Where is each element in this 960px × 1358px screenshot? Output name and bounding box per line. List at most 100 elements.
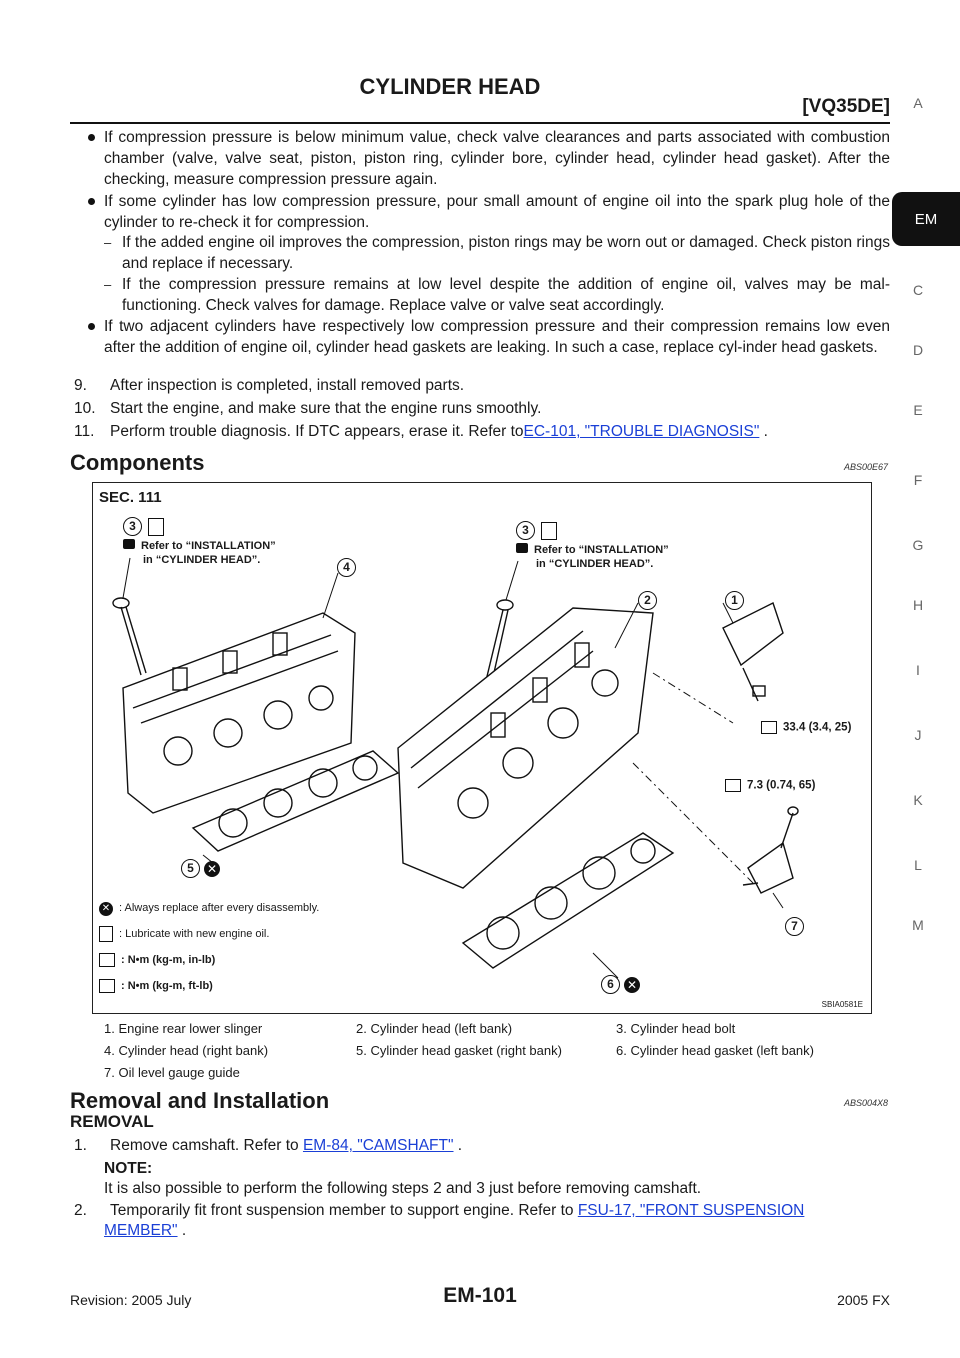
torque-wrench-icon (99, 979, 115, 994)
tab-c[interactable]: C (912, 282, 924, 298)
gasket-right-bank (191, 750, 400, 852)
step-number: 1. (74, 1137, 87, 1154)
dash-item: – If the compression pressure remains at… (104, 274, 890, 316)
dash-text: If the added engine oil improves the com… (122, 234, 890, 272)
callout-7: 7 (785, 917, 804, 936)
fsu-17-link-cont[interactable]: MEMBER" (104, 1222, 178, 1239)
torque-wrench-icon (99, 953, 115, 968)
part-item: 5. Cylinder head gasket (right bank) (356, 1043, 562, 1058)
tab-f[interactable]: F (913, 472, 923, 488)
step-tail: . (177, 1222, 187, 1239)
step-item: 2. Temporarily fit front suspension memb… (74, 1200, 890, 1221)
tab-e[interactable]: E (913, 402, 923, 418)
step-number: 2. (74, 1202, 87, 1219)
tab-i[interactable]: I (916, 662, 920, 678)
step-item: 10. Start the engine, and make sure that… (74, 398, 890, 419)
callout-number: 6 (601, 975, 620, 994)
torque-value: 33.4 (3.4, 25) (783, 721, 852, 734)
cylinder-head-right-bank (122, 612, 356, 814)
callout-number: 3 (516, 521, 535, 540)
parts-legend: 1. Engine rear lower slinger 2. Cylinder… (104, 1018, 884, 1084)
figure-section: SEC. 111 (99, 489, 162, 506)
note-label: NOTE: (104, 1160, 153, 1177)
ec-101-link[interactable]: EC-101, "TROUBLE DIAGNOSIS" (523, 423, 760, 440)
part-item: 7. Oil level gauge guide (104, 1065, 240, 1080)
step-text: Temporarily fit front suspension member … (110, 1202, 578, 1219)
callout-6: 6 ✕ (601, 975, 640, 994)
engine-rear-lower-slinger (722, 602, 784, 702)
replace-icon: ✕ (624, 976, 640, 993)
step-text: Remove camshaft. Refer to (110, 1137, 303, 1154)
wrench-icon (516, 543, 528, 553)
legend-item: ✕: Always replace after every disassembl… (99, 895, 319, 921)
bullet-item: If compression pressure is below minimum… (88, 127, 890, 190)
dash-item: – If the added engine oil improves the c… (104, 232, 890, 274)
tab-g[interactable]: G (912, 537, 924, 553)
refer-note-right: Refer to “INSTALLATION” in “CYLINDER HEA… (516, 543, 669, 571)
tab-a[interactable]: A (913, 95, 923, 111)
part-item: 4. Cylinder head (right bank) (104, 1043, 269, 1058)
step-item: 1. Remove camshaft. Refer to EM-84, "CAM… (74, 1135, 890, 1156)
engine-model: [VQ35DE] (802, 96, 890, 117)
components-tag: ABS00E67 (843, 462, 888, 472)
bullet-text: If compression pressure is below minimum… (104, 129, 890, 188)
step-tail: . (759, 423, 768, 440)
step-item: 11. Perform trouble diagnosis. If DTC ap… (74, 421, 890, 442)
part-item: 2. Cylinder head (left bank) (356, 1021, 513, 1036)
page-number: EM-101 (443, 1284, 517, 1307)
tab-m[interactable]: M (912, 917, 924, 933)
tab-k[interactable]: K (913, 792, 923, 808)
bullet-dot (88, 134, 95, 141)
header-divider (70, 122, 890, 124)
legend-text: : Always replace after every disassembly… (119, 902, 320, 914)
part-item: 1. Engine rear lower slinger (104, 1021, 263, 1036)
step-number: 11. (74, 423, 95, 440)
page-title: CYLINDER HEAD (359, 74, 541, 99)
step-number: 9. (74, 377, 87, 394)
removal-heading: Removal and Installation (70, 1088, 330, 1113)
legend-text: : N•m (kg-m, ft-lb) (121, 980, 213, 992)
replace-icon: ✕ (204, 860, 220, 877)
dash-mark: – (104, 277, 112, 292)
step-tail: . (453, 1137, 463, 1154)
note-text: It is also possible to perform the follo… (104, 1180, 702, 1197)
lubricate-icon (148, 517, 164, 536)
torque-spec-1: 33.4 (3.4, 25) (761, 721, 851, 734)
leader-lines (122, 557, 784, 979)
lubricate-icon (99, 926, 113, 943)
tab-j[interactable]: J (914, 727, 922, 743)
footer-revision: Revision: 2005 July (70, 1292, 192, 1308)
refer-note-left: Refer to “INSTALLATION” in “CYLINDER HEA… (123, 539, 276, 567)
legend-item: : Lubricate with new engine oil. (99, 921, 319, 947)
refer-line: in “CYLINDER HEAD”. (143, 554, 261, 566)
tab-h[interactable]: H (912, 597, 924, 613)
fsu-17-link[interactable]: FSU-17, "FRONT SUSPENSION (577, 1202, 805, 1219)
bullet-item: If two adjacent cylinders have respectiv… (88, 316, 890, 358)
tab-l[interactable]: L (914, 857, 922, 873)
dash-text: If the compression pressure remains at l… (122, 276, 890, 314)
step-number: 10. (74, 400, 96, 417)
callout-2: 2 (638, 591, 657, 610)
dash-mark: – (104, 235, 112, 250)
wrench-icon (725, 779, 741, 792)
legend-item: : N•m (kg-m, ft-lb) (99, 973, 319, 999)
em-84-link[interactable]: EM-84, "CAMSHAFT" (302, 1137, 454, 1154)
tab-d[interactable]: D (912, 342, 924, 358)
step-item: 9. After inspection is completed, instal… (74, 375, 890, 396)
callout-number: 5 (181, 859, 200, 878)
refer-line: in “CYLINDER HEAD”. (536, 558, 654, 570)
bullet-item: If some cylinder has low compression pre… (88, 191, 890, 233)
gasket-left-bank (461, 832, 675, 969)
components-figure: SEC. 111 3 Refer to “INSTALLATION” in “C… (92, 482, 872, 1014)
callout-number: 3 (123, 517, 142, 536)
tab-em[interactable]: EM (892, 192, 960, 246)
bullet-dot (88, 198, 95, 205)
refer-line: Refer to “INSTALLATION” (141, 540, 276, 552)
callout-3-left: 3 (123, 517, 164, 536)
legend-item: : N•m (kg-m, in-lb) (99, 947, 319, 973)
wrench-icon (761, 721, 777, 734)
wrench-icon (123, 539, 135, 549)
step-continuation: MEMBER" . (104, 1220, 186, 1241)
figure-legend: ✕: Always replace after every disassembl… (99, 895, 319, 999)
part-item: 6. Cylinder head gasket (left bank) (616, 1043, 814, 1058)
